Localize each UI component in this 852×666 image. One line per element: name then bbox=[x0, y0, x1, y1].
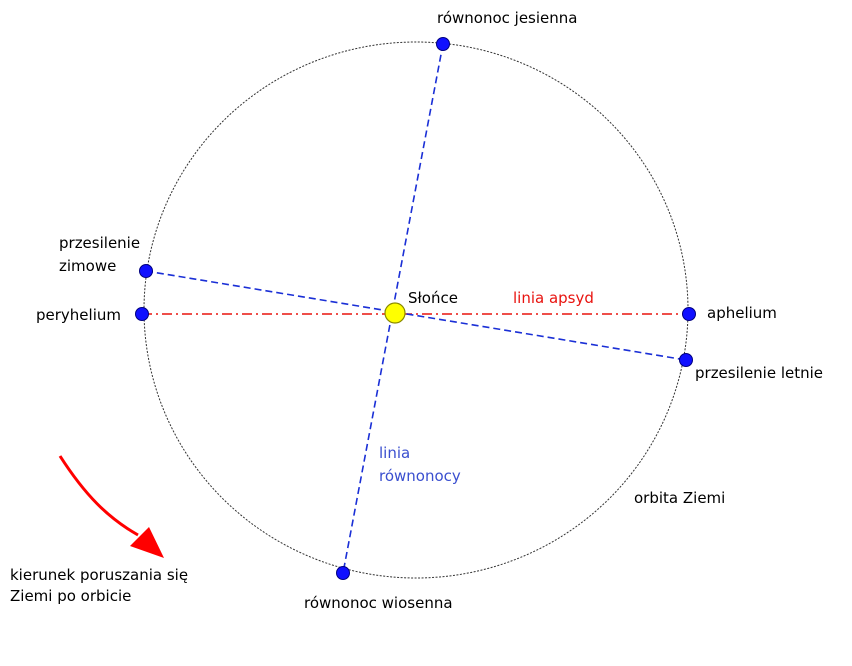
sun-label: Słońce bbox=[408, 289, 458, 307]
winter-solstice-label-line2: zimowe bbox=[59, 257, 116, 275]
summer-solstice-point bbox=[679, 353, 693, 367]
earth-orbit bbox=[143, 41, 689, 579]
perihelion-point bbox=[135, 307, 149, 321]
spring-equinox-point bbox=[336, 566, 350, 580]
aphelion-label: aphelium bbox=[707, 304, 777, 322]
direction-label-line1: kierunek poruszania się bbox=[10, 566, 188, 584]
solstice-line bbox=[145, 270, 687, 361]
equinox-line-label-2: równonocy bbox=[379, 467, 461, 485]
sun bbox=[384, 302, 406, 324]
aphelion-point bbox=[682, 307, 696, 321]
winter-solstice-label-line1: przesilenie bbox=[59, 234, 140, 252]
winter-solstice-point bbox=[139, 264, 153, 278]
autumn-equinox-label: równonoc jesienna bbox=[437, 9, 577, 27]
spring-equinox-label: równonoc wiosenna bbox=[304, 594, 453, 612]
equinox-line-label-1: linia bbox=[379, 444, 410, 462]
direction-label-line2: Ziemi po orbicie bbox=[10, 587, 131, 605]
perihelion-label: peryhelium bbox=[36, 306, 121, 324]
summer-solstice-label: przesilenie letnie bbox=[695, 364, 823, 382]
autumn-equinox-point bbox=[436, 37, 450, 51]
orbit-label: orbita Ziemi bbox=[634, 489, 725, 507]
apsides-line-label: linia apsyd bbox=[513, 289, 594, 307]
curved-red-arrow-icon bbox=[58, 455, 164, 558]
